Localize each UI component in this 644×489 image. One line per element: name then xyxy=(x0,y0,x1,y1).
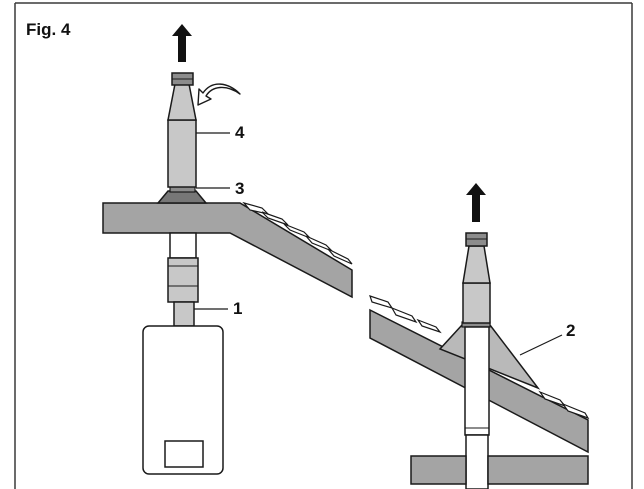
flue-pipe-lower xyxy=(167,257,199,303)
leader-line-2 xyxy=(519,334,563,356)
boiler-unit xyxy=(142,325,224,475)
boiler-panel xyxy=(164,440,204,468)
flue-terminal-cone xyxy=(167,83,197,121)
figure-label: Fig. 4 xyxy=(26,20,71,39)
pitched-flue-pipe-upper xyxy=(462,282,491,324)
callout-1: 1 xyxy=(233,299,242,318)
roof-collar xyxy=(156,190,208,204)
ceiling-slab-right xyxy=(487,455,589,485)
roof-flat-slab xyxy=(102,202,353,299)
pitched-flue-terminal-cone xyxy=(462,245,491,284)
callout-4: 4 xyxy=(235,123,245,142)
pitched-roof-installation: 2 xyxy=(369,183,590,489)
flue-connector xyxy=(173,301,195,327)
roof-tiles-right xyxy=(369,295,590,420)
figure-frame xyxy=(14,2,633,489)
callout-2: 2 xyxy=(566,321,575,340)
callout-3: 3 xyxy=(235,179,244,198)
up-arrow-icon xyxy=(172,24,192,62)
pitched-flue-pipe-bottom xyxy=(465,434,489,489)
flue-pipe-through-roof xyxy=(169,232,197,259)
up-arrow-icon xyxy=(466,183,486,222)
ceiling-slab xyxy=(410,455,467,485)
flat-roof-installation: 4 3 1 xyxy=(102,24,353,475)
curved-arrow-icon xyxy=(197,83,241,106)
roof-tiles-left xyxy=(242,201,353,265)
flue-pipe-upper xyxy=(167,119,197,188)
pitched-flue-pipe-lower xyxy=(464,326,490,436)
